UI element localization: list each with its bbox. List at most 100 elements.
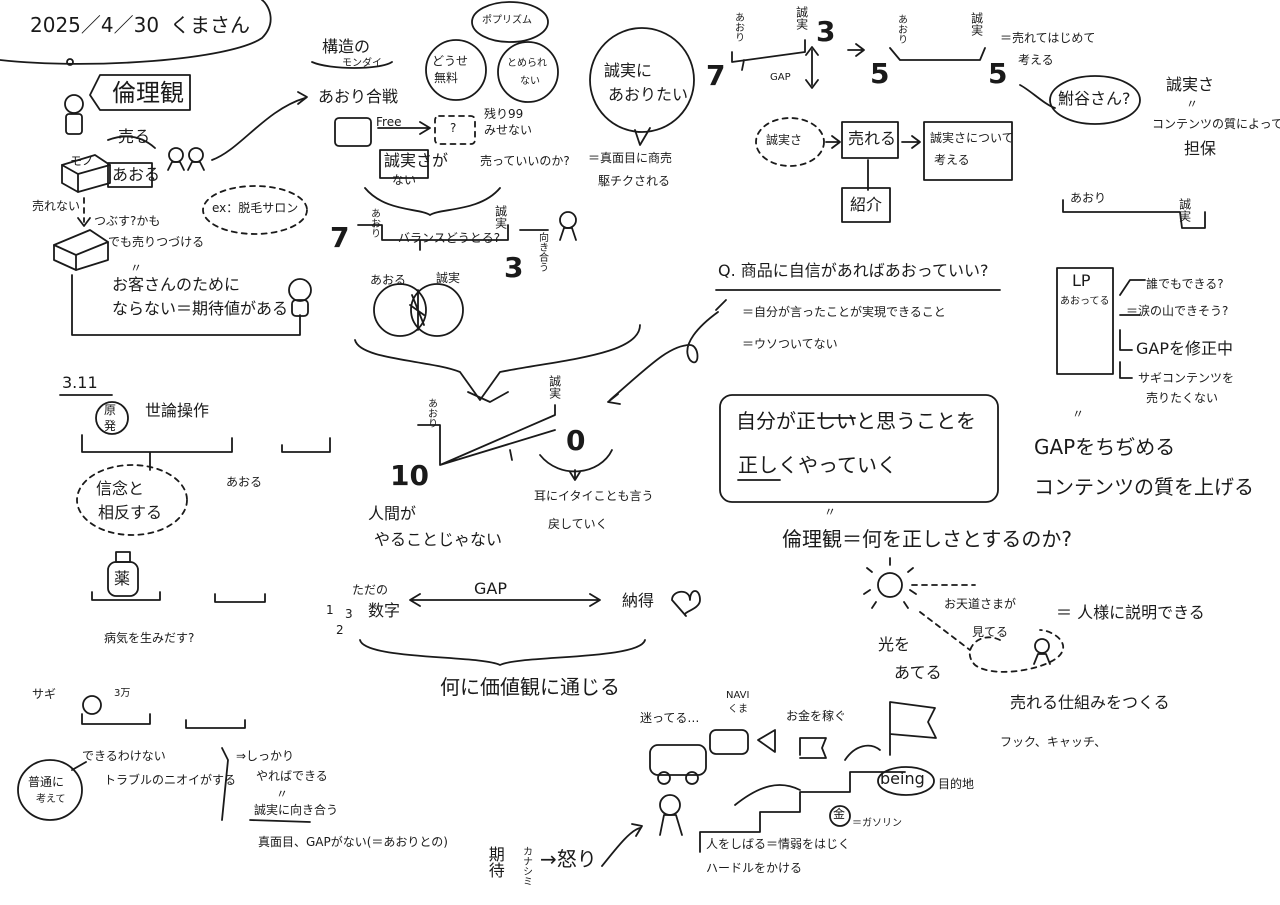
hitosama-label: ＝ 人様に説明できる <box>1056 603 1205 622</box>
hikari-1: 光を <box>878 635 911 654</box>
balance-three: 3 <box>504 251 524 284</box>
trouble-label: トラブルのニオイがする <box>104 773 237 787</box>
urenai-label: 売れない <box>32 199 81 213</box>
funnel-bracket <box>354 324 641 401</box>
mukiau-text: 誠実に向き合う <box>254 803 339 817</box>
balance-text: バランスどうとる? <box>398 231 501 245</box>
struct-sub: モンダイ <box>342 58 382 69</box>
sun-icon <box>877 572 903 598</box>
otento-2: 見てる <box>972 625 1009 639</box>
flow-shokai: 紹介 <box>850 195 883 214</box>
mukiau-label: 向き合う <box>536 232 548 272</box>
sagi-label: サギ <box>32 687 57 701</box>
nokori-label-1: 残り99 <box>484 107 524 121</box>
populism-label: ポプリズム <box>482 15 532 26</box>
shokai-box <box>841 187 891 223</box>
car-icon <box>649 744 707 776</box>
answer-1: ＝自分が言ったことが実現できること <box>742 305 946 319</box>
hikari-2: あてる <box>894 663 942 682</box>
customer-icon <box>288 278 312 302</box>
mayotte-label: 迷ってる… <box>640 711 700 725</box>
majime-line2: 駆チクされる <box>598 174 671 188</box>
ethics-speech-box <box>89 74 191 111</box>
sell-label: 売る <box>118 127 151 146</box>
sagi-content: サギコンテンツを <box>1138 371 1235 385</box>
seijitsusa-bubble <box>755 117 825 167</box>
ex-label: ex：脱毛サロン <box>212 201 299 215</box>
shikkari-1: ⇒しっかり <box>236 749 295 763</box>
byouki-label: 病気を生みだす? <box>104 631 195 645</box>
left-aoru: あおる <box>226 475 263 489</box>
mimi-line2: 戻していく <box>548 517 608 531</box>
okyaku-line1: お客さんのために <box>112 275 241 294</box>
majime-line1: ＝真面目に商売 <box>588 151 673 165</box>
ethics-label: 倫理観 <box>112 79 184 107</box>
rm-aori: あおり <box>1070 191 1107 205</box>
douse-label-1: どうせ <box>432 54 469 68</box>
navi-car-icon <box>709 729 749 755</box>
honest-bubble-line1: 誠実に <box>604 61 653 80</box>
rt-aori: あおり <box>732 12 744 42</box>
nani-label: 何に価値観に通じる <box>440 675 620 699</box>
question-mark: ? <box>450 121 457 135</box>
num-2: 2 <box>336 623 344 637</box>
gap-chijime: GAPをちぢめる <box>1034 435 1176 459</box>
megaphone-icon <box>757 729 776 753</box>
gasoline-label: ＝ガソリン <box>852 818 902 829</box>
venn-aoru: あおる <box>370 273 407 287</box>
person-icon-2 <box>559 211 577 229</box>
person-icon <box>64 94 84 114</box>
being-oval <box>877 766 935 796</box>
mono-label: モノ <box>70 154 95 168</box>
rm-sei: 誠実 <box>1177 198 1192 222</box>
date-311: 3.11 <box>62 373 98 392</box>
suji-label: 数字 <box>368 601 401 620</box>
flow-seijitsusa: 誠実さ <box>766 133 803 147</box>
urete-1: ＝売れてはじめて <box>1000 31 1096 45</box>
aoru-label: あおる <box>112 165 161 184</box>
uritaku-label: 売りたくない <box>1146 391 1219 405</box>
genpatsu-circle <box>95 401 129 435</box>
header-name: くまさん <box>170 13 250 37</box>
funaya-bubble <box>1049 75 1141 125</box>
answer-2: ＝ウソついてない <box>742 337 838 351</box>
seijitsu-box <box>379 149 429 179</box>
hook-label: フック、キャッチ、 <box>1000 735 1107 749</box>
populism-bubble <box>471 1 549 43</box>
genpatsu-1: 原 <box>104 403 117 417</box>
okyaku-line2: ならない＝期待値がある <box>112 299 289 318</box>
principle-box <box>719 394 999 503</box>
consider-box <box>923 121 1013 181</box>
seijitsusa-top: 誠実さ <box>1166 75 1215 94</box>
being-label: being <box>880 769 925 788</box>
tadano-label: ただの <box>352 583 389 597</box>
principle-line1: 自分が正しいと思うことを <box>736 409 976 433</box>
demo-label: でも売りつづける <box>108 235 205 249</box>
ureru-box <box>841 121 899 159</box>
balance-aori: あおり <box>368 208 380 238</box>
walker-icon <box>659 794 681 816</box>
gap-shusei: GAPを修正中 <box>1136 339 1233 358</box>
box-icon-2 <box>53 229 109 271</box>
coin-icon <box>82 695 102 715</box>
center-sei: 誠実 <box>547 375 562 399</box>
num-3: 3 <box>345 607 353 621</box>
shikumi-label: 売れる仕組みをつくる <box>1010 693 1170 712</box>
venn-seijitsu: 誠実 <box>436 271 461 285</box>
otento-1: お天道さまが <box>944 597 1017 611</box>
tsubusu-label: つぶす?かも <box>94 214 161 228</box>
uttei-label: 売っていいのか? <box>480 154 570 168</box>
dare-label: 誰でもできる? <box>1146 277 1224 291</box>
lp-label: LP <box>1072 271 1091 290</box>
ex-bubble <box>202 185 308 235</box>
shinnen-1: 信念と <box>96 479 145 498</box>
namida-label: ＝涙の山できそう? <box>1126 304 1229 318</box>
kusuri-label: 薬 <box>114 569 131 588</box>
futsu-bubble <box>17 759 83 821</box>
small-flag <box>799 737 827 759</box>
lp-box <box>1056 267 1114 375</box>
goal-flag <box>889 701 937 756</box>
rt-sei: 誠実 <box>794 6 809 30</box>
nokori-label-2: みせない <box>484 123 533 137</box>
question-text: Q. 商品に自信があればあおっていい? <box>718 261 989 280</box>
